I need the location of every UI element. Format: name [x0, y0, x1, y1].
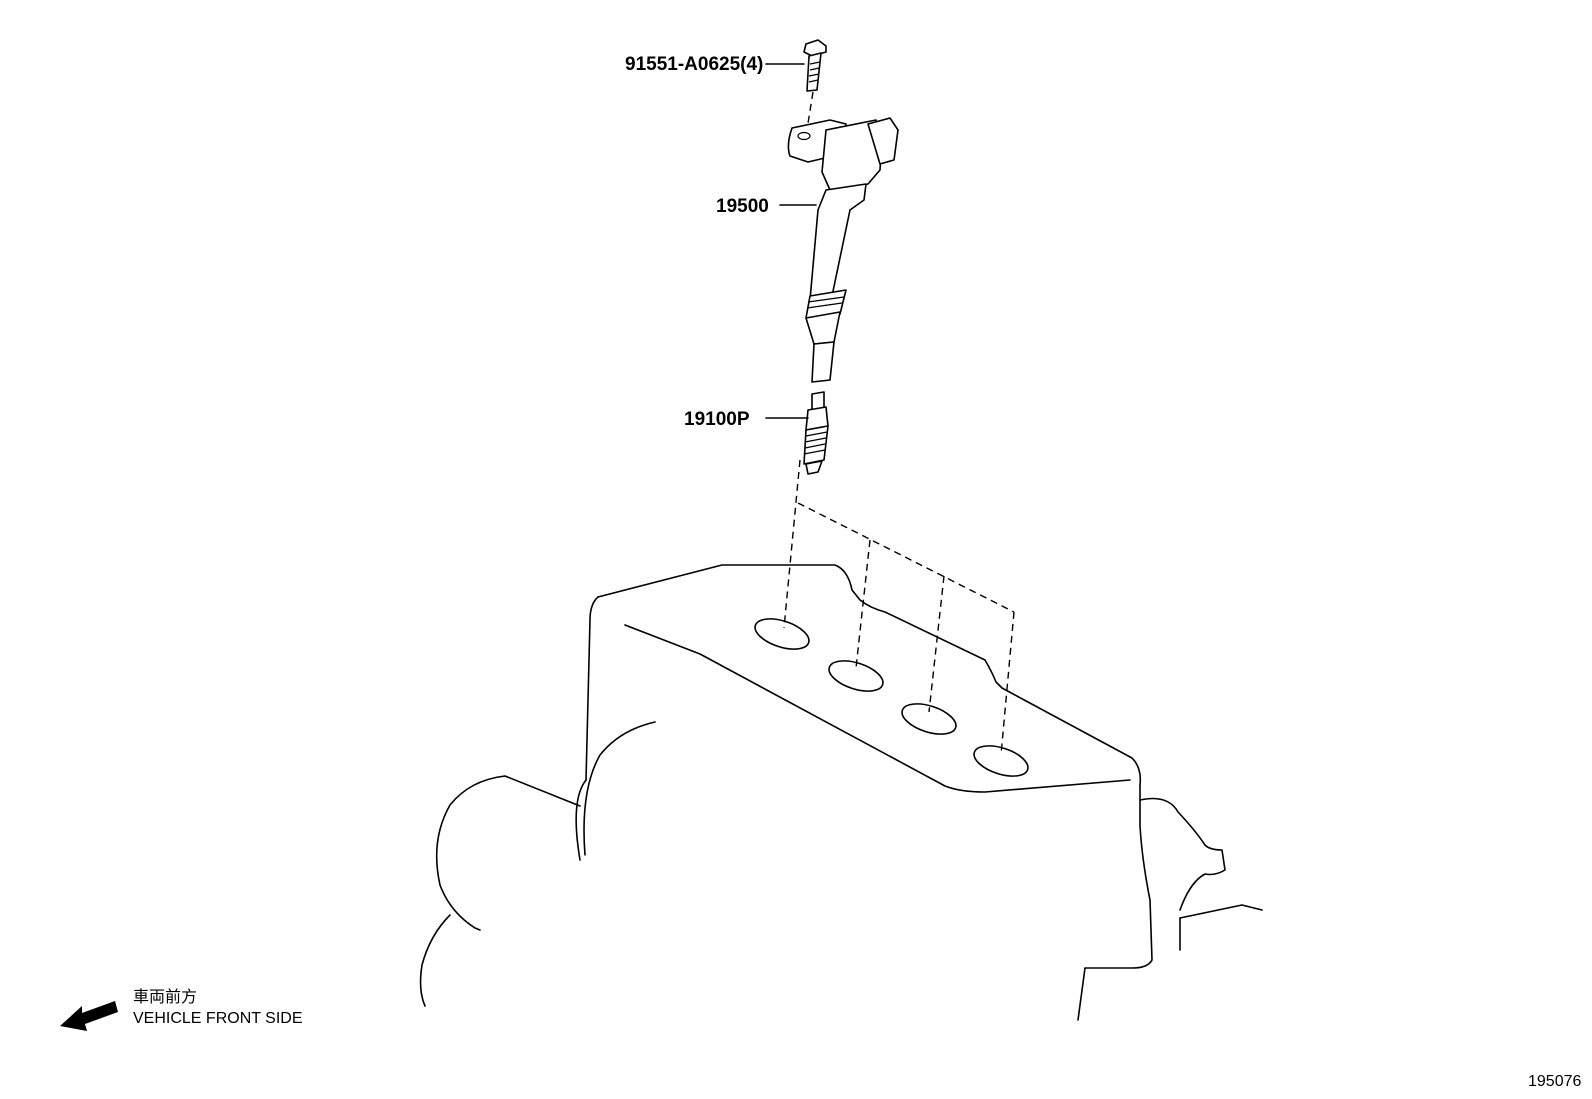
front-label-english: VEHICLE FRONT SIDE	[133, 1010, 303, 1027]
ignition-coil	[787, 117, 899, 383]
bolt	[803, 39, 827, 92]
figure-id: 195076	[1528, 1073, 1581, 1090]
spark-plug-label: 19100P	[684, 409, 750, 430]
front-arrow-icon	[60, 1001, 118, 1031]
bolt-label: 91551-A0625(4)	[625, 54, 763, 75]
ignition-coil-label: 19500	[716, 196, 769, 217]
vehicle-front-indicator: 車両前方 VEHICLE FRONT SIDE	[60, 988, 303, 1031]
engine-block	[419, 564, 1263, 1021]
spark-plug	[803, 391, 829, 475]
plug-holes	[754, 618, 1029, 777]
front-label-japanese: 車両前方	[133, 988, 197, 1006]
leader-lines	[765, 63, 817, 419]
